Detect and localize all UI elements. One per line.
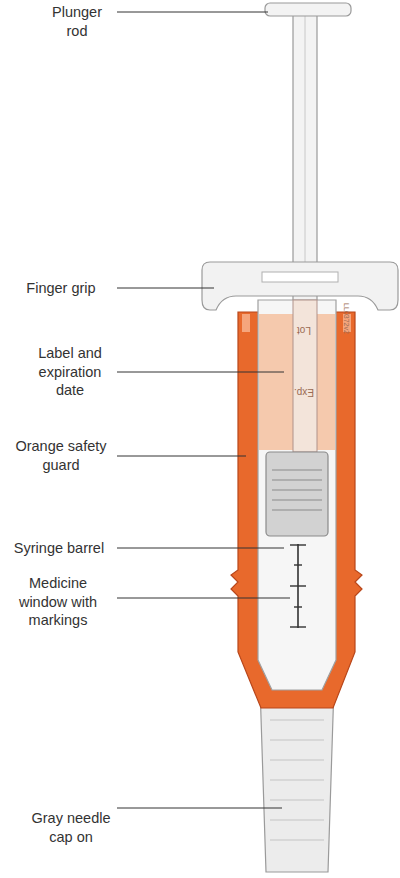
leader-line [117,288,214,289]
stopper-groove [272,490,322,491]
lot-text: Lot [297,325,311,335]
plunger-rib [305,16,306,262]
cap-rib [270,740,324,741]
part-label: Gray needle cap on [29,809,113,847]
plunger-flange [265,3,351,16]
part-label: Medicine window with markings [3,574,113,631]
stopper-groove [272,510,322,511]
leader-line [117,548,284,549]
cap-rib [270,760,324,761]
needle-cap [260,686,334,872]
dose-tick [290,626,306,627]
leader-line [117,372,284,373]
leader-line [117,456,246,457]
dose-tick [294,564,302,565]
document-code: LL0372v2 [342,303,349,334]
plunger-stopper [266,452,328,536]
leader-line [117,808,282,809]
cap-rib [270,820,324,821]
dose-tick [294,606,302,607]
cap-rib [270,720,324,721]
cap-rib [270,780,324,781]
expiry-text: Exp. [294,387,314,397]
stopper-groove [272,500,322,501]
stopper-groove [272,470,322,471]
plunger-rod-shaft [293,14,317,456]
part-label: Label and expiration date [27,344,113,401]
part-label: Syringe barrel [5,539,113,558]
part-label: Plunger rod [41,3,113,41]
grip-slot [262,272,338,282]
part-label: Finger grip [9,279,113,298]
leader-lines [117,12,290,808]
leader-line [117,598,290,599]
finger-grip [202,262,398,310]
cap-rib [270,800,324,801]
stopper-groove [272,480,322,481]
plunger-rod-inner [293,300,317,452]
syringe-barrel [258,300,336,690]
part-label: Orange safety guard [9,437,113,475]
cap-rib [270,840,324,841]
dose-tick [290,544,306,545]
dose-ticks [290,545,306,627]
guard-slot [242,314,250,332]
cap-ribs [270,720,324,840]
dose-tick [290,585,306,586]
stopper-grooves [272,470,322,510]
leader-line [117,12,268,13]
